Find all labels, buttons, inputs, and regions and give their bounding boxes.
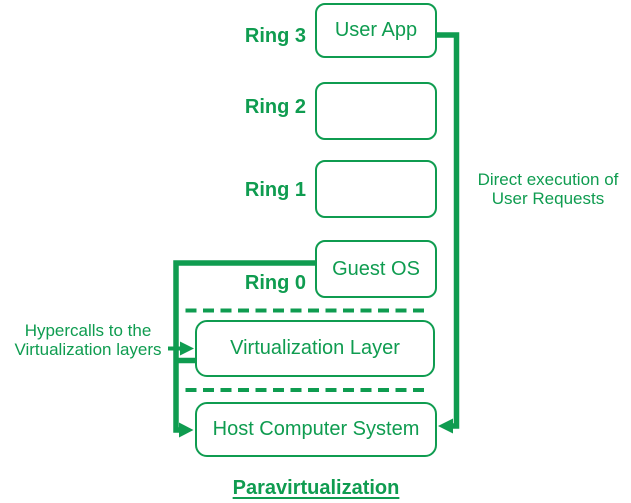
ring-3-label: Ring 3 (244, 25, 306, 47)
direct-execution-connector-line (437, 32, 460, 429)
diagram-title: Paravirtualization (232, 477, 400, 499)
hypercalls-annotation: Hypercalls to the Virtualization layers (0, 321, 176, 359)
host-arrowhead (179, 422, 194, 438)
hypercalls-label-arrowhead (180, 341, 194, 356)
direct-execution-annotation-line1: Direct execution of (477, 170, 619, 189)
virtualization-layer-box-label: Virtualization Layer (230, 337, 400, 359)
host-computer-system-box: Host Computer System (195, 402, 437, 457)
ring-1-box (315, 160, 437, 218)
direct-execution-annotation-line2: User Requests (491, 189, 605, 208)
ring-0-label: Ring 0 (244, 272, 306, 294)
ring-2-label: Ring 2 (244, 96, 306, 118)
ring-1-label: Ring 1 (244, 179, 306, 201)
virtualization-layer-box: Virtualization Layer (195, 320, 435, 377)
direct-execution-arrowhead (438, 418, 453, 434)
user-app-box-label: User App (334, 19, 418, 41)
guest-os-box-label: Guest OS (332, 257, 420, 280)
ring-2-box (315, 82, 437, 140)
guest-os-box: Guest OS (315, 240, 437, 298)
hypercalls-annotation-line2: Virtualization layers (14, 340, 162, 359)
direct-execution-annotation: Direct execution of User Requests (458, 170, 631, 208)
host-computer-system-box-label: Host Computer System (212, 418, 420, 440)
user-app-box: User App (315, 3, 437, 58)
hypercalls-annotation-line1: Hypercalls to the (24, 321, 152, 340)
